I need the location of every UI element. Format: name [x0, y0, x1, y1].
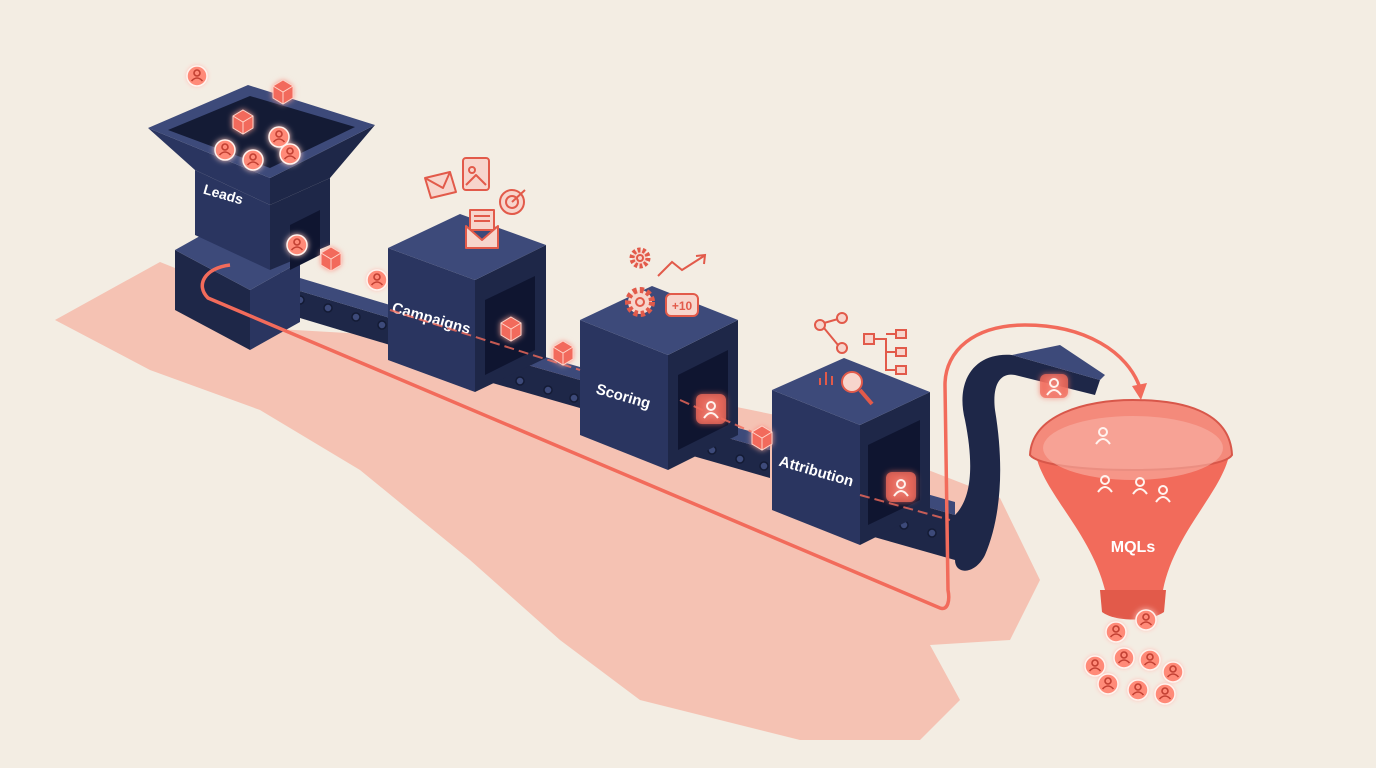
user-icon [1127, 679, 1149, 701]
score-badge-text: +10 [672, 299, 693, 313]
campaigns-icons [424, 157, 526, 249]
user-icon [1162, 661, 1184, 683]
gear-icon [625, 287, 655, 317]
target-icon [499, 189, 526, 215]
user-icon [1139, 649, 1161, 671]
user-icon [268, 126, 290, 148]
user-icon [1135, 609, 1157, 631]
flow-arrowhead [1132, 383, 1147, 400]
user-icon [186, 65, 208, 87]
belt-items [500, 316, 1068, 502]
gear-icon [629, 247, 651, 269]
user-icon [696, 394, 726, 424]
user-icon [366, 269, 388, 291]
email-icon [424, 171, 457, 199]
user-icon [1040, 374, 1068, 398]
user-icon [886, 472, 916, 502]
scoring-machine: Scoring [580, 286, 738, 470]
user-icon [1154, 683, 1176, 705]
lead-cube-icon [320, 246, 342, 272]
user-icon [1105, 621, 1127, 643]
user-icon [214, 139, 236, 161]
user-icon [286, 234, 308, 256]
trend-arrow-icon [657, 253, 707, 277]
stage-label-mqls: MQLs [1111, 539, 1156, 556]
scoring-icons: +10 [625, 247, 707, 317]
user-icon [242, 149, 264, 171]
mqls-funnel: MQLs [1028, 398, 1234, 620]
newsletter-icon [465, 209, 499, 249]
mqls-output [1084, 609, 1184, 705]
hierarchy-icon [863, 329, 907, 375]
bar-chart-icon [819, 372, 833, 385]
score-badge-icon: +10 [665, 293, 699, 317]
user-icon [1097, 673, 1119, 695]
output-chute [955, 345, 1105, 571]
attribution-icons [814, 312, 907, 406]
leads-hopper: Leads [148, 85, 375, 350]
user-icon [1084, 655, 1106, 677]
share-nodes-icon [814, 312, 848, 354]
user-icon [279, 143, 301, 165]
magnifier-icon [841, 371, 874, 406]
ground-shadow [55, 262, 1040, 740]
user-icon [1113, 647, 1135, 669]
image-card-icon [462, 157, 490, 191]
